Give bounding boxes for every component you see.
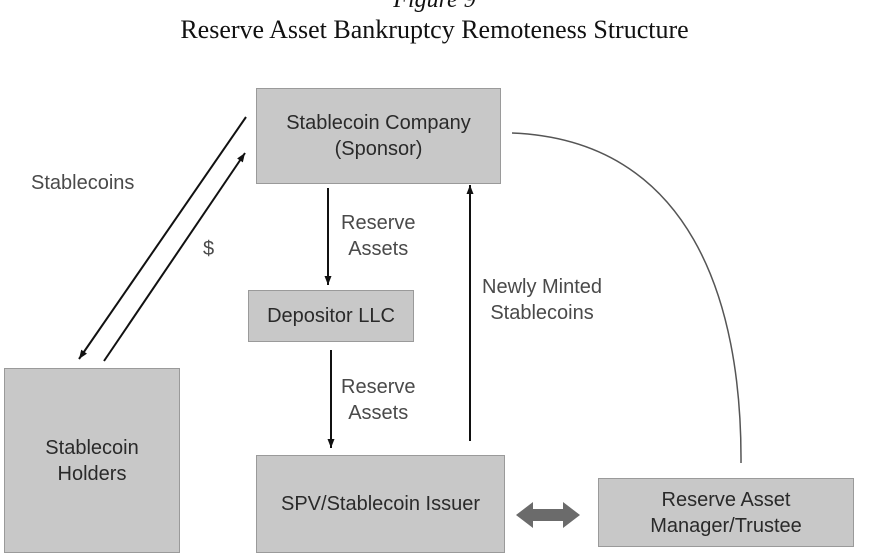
trustee-node: Reserve Asset Manager/Trustee [598, 478, 854, 547]
issuer-trustee-double-arrow [516, 502, 580, 528]
figure-label: Figure 9 [393, 0, 476, 13]
newly-minted-label: Newly Minted Stablecoins [482, 276, 603, 324]
dollar-label: $ [203, 238, 215, 260]
reserve-assets-lower-label: Reserve Assets [341, 376, 416, 424]
stablecoins-label: Stablecoins [31, 172, 135, 194]
dollar-arrow [103, 152, 246, 362]
stablecoins-arrow [78, 116, 247, 360]
holders-node: Stablecoin Holders [4, 368, 180, 553]
depositor-node: Depositor LLC [248, 290, 414, 342]
issuer-node: SPV/Stablecoin Issuer [256, 455, 505, 553]
sponsor-trustee-curve [511, 132, 742, 464]
figure-title: Reserve Asset Bankruptcy Remoteness Stru… [180, 15, 689, 44]
reserve-assets-upper-label: Reserve Assets [341, 212, 416, 260]
sponsor-node: Stablecoin Company (Sponsor) [256, 88, 501, 184]
